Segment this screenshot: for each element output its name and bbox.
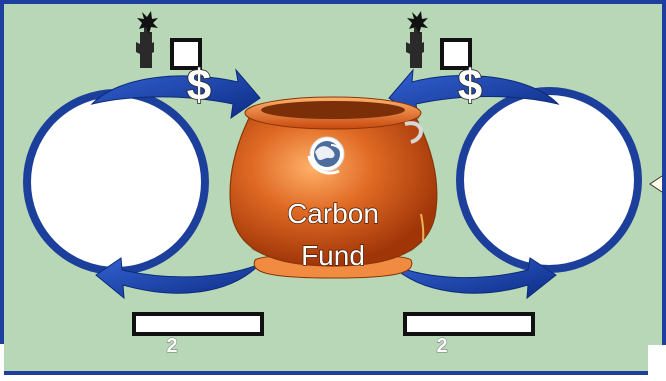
fund-title-line1: Carbon bbox=[287, 198, 379, 229]
right-dollar-icon: $ bbox=[458, 61, 482, 110]
right-party-circle bbox=[460, 91, 638, 269]
right-label-bar bbox=[405, 314, 533, 334]
left-edge bbox=[0, 344, 4, 381]
right-number: 2 bbox=[436, 335, 447, 357]
right-edge bbox=[648, 345, 666, 381]
pot-opening bbox=[261, 101, 405, 119]
left-label-bar bbox=[134, 314, 262, 334]
left-party-circle bbox=[27, 93, 205, 271]
fund-title-line2: Fund bbox=[301, 240, 365, 271]
left-number: 2 bbox=[166, 335, 177, 357]
left-dollar-icon: $ bbox=[187, 61, 211, 110]
